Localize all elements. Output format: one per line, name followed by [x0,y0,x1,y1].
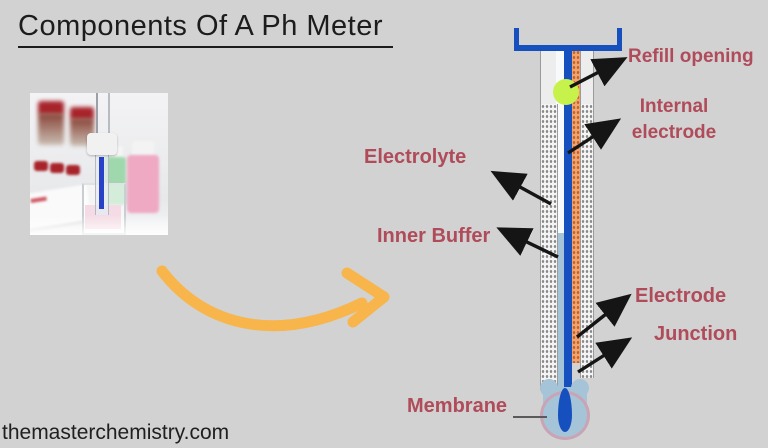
label-electrolyte: Electrolyte [364,146,467,168]
photo-pink-bottle [127,155,159,213]
internal-electrode-band [572,50,580,363]
flow-arrow-curve [156,265,368,332]
electrolyte-wall-left [540,104,558,390]
photo-vial [50,163,64,173]
refill-opening-dot [553,79,579,105]
photo-pink-bottle-cap [132,141,154,156]
photo-electrode-collar [87,133,117,155]
bulb-inner-electrode [558,388,572,432]
label-internal-electrode: Internal electrode [631,96,717,143]
photo-red-cap-bottle [38,101,64,115]
inner-buffer-column [556,233,564,390]
photo-table-reflection [30,215,168,235]
flow-arrow-head [341,267,390,328]
lab-photo [30,93,168,235]
outer-tube-wall-top-right [580,50,594,105]
inner-tube-empty [556,50,564,233]
photo-vial [66,165,80,175]
watermark-text: themasterchemistry.com [2,421,230,444]
photo-electrode-blue-stripe [99,157,104,209]
label-inner-buffer: Inner Buffer [377,225,491,247]
page-title: Components Of A Ph Meter [18,10,394,48]
photo-red-cap-bottle [70,107,94,120]
label-membrane: Membrane [407,395,508,417]
electrode-rod [564,46,572,396]
electrode-cap [514,28,622,51]
label-electrode: Electrode [635,285,727,307]
label-junction: Junction [654,323,738,345]
photo-vial [34,161,48,171]
photo-electrode-shaft [96,93,110,135]
electrolyte-wall-right [580,104,594,378]
photo-bottle-body [38,113,64,145]
label-refill-opening: Refill opening [628,46,754,67]
